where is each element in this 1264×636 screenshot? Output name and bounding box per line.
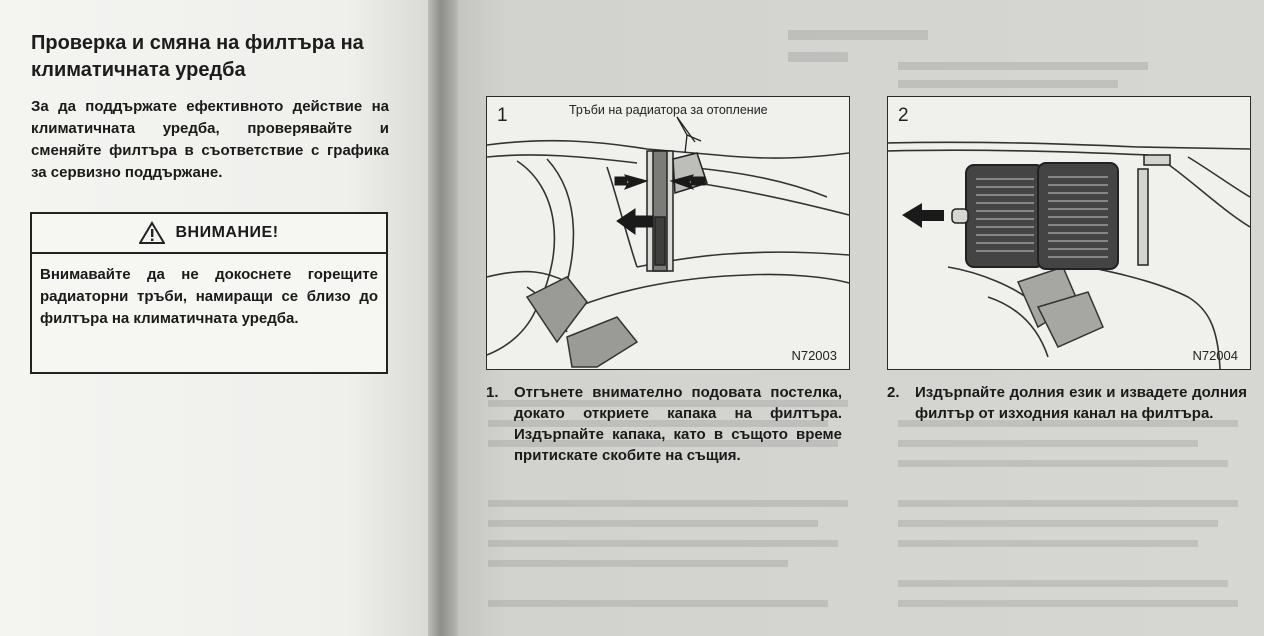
bleed-through-texture	[488, 30, 1238, 607]
warning-text: Внимавайте да не докоснете горещите ради…	[40, 266, 378, 327]
warning-box: ВНИМАНИЕ! Внимавайте да не докоснете гор…	[30, 212, 388, 374]
figure-2-number: 2	[898, 105, 909, 126]
figure-2: 2 N72004	[887, 96, 1251, 370]
section-intro: За да поддържате ефективното действие на…	[31, 98, 389, 181]
step-2-number: 2.	[887, 384, 900, 401]
step-2: 2. Издърпайте долния език и извадете дол…	[887, 382, 1247, 424]
step-1: 1. Отгънете внимателно подовата постелка…	[486, 382, 842, 466]
figure-1-callout-label: Тръби на радиатора за отопление	[569, 103, 768, 117]
step-1-number: 1.	[486, 384, 499, 401]
figure-1-code: N72003	[791, 348, 837, 363]
figure-2-illustration	[888, 141, 1250, 369]
step-2-text: Издърпайте долния език и извадете долния…	[915, 384, 1247, 422]
figure-1-number: 1	[497, 105, 508, 126]
warning-header: ВНИМАНИЕ!	[32, 214, 386, 254]
section-title: Проверка и смяна на филтъра на климатичн…	[31, 32, 364, 81]
left-page: Проверка и смяна на филтъра на климатичн…	[0, 0, 434, 636]
figure-2-code: N72004	[1192, 348, 1238, 363]
warning-heading: ВНИМАНИЕ!	[175, 224, 279, 241]
warning-triangle-icon	[139, 221, 166, 244]
step-1-text: Отгънете внимателно подовата постелка, д…	[514, 384, 842, 464]
figure-1: 1 Тръби на радиатора за отопление N72003	[486, 96, 850, 370]
figure-1-illustration	[487, 116, 849, 368]
